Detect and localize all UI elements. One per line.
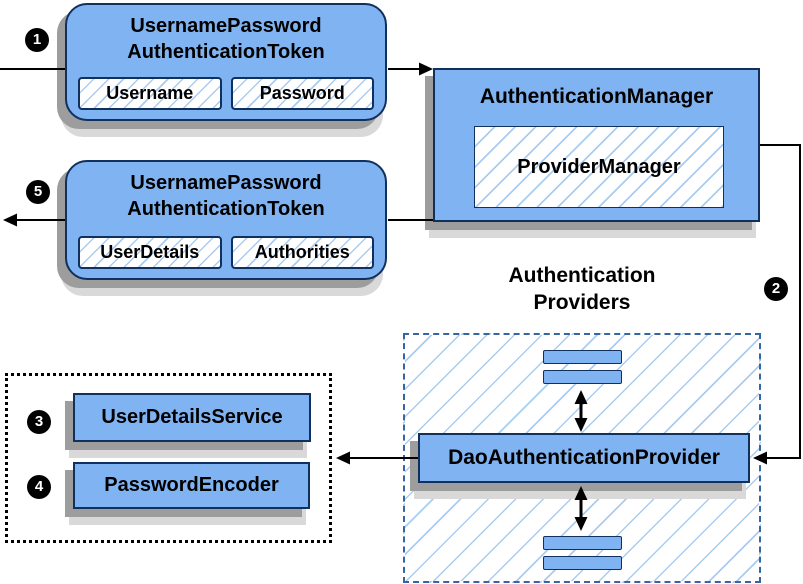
username-password-token-request-box: UsernamePassword AuthenticationToken Use… bbox=[65, 3, 387, 121]
token-response-fields: UserDetails Authorities bbox=[78, 236, 374, 269]
datastore-top-bar-2-icon bbox=[543, 370, 622, 384]
authorities-field-box: Authorities bbox=[230, 236, 374, 269]
step-3-badge: 3 bbox=[27, 410, 51, 434]
token-request-title: UsernamePassword AuthenticationToken bbox=[67, 13, 385, 65]
token-response-title-line1: UsernamePassword bbox=[130, 172, 322, 194]
provider-manager-box: ProviderManager bbox=[474, 126, 724, 208]
step-2-badge: 2 bbox=[764, 277, 788, 301]
dao-authentication-provider-box: DaoAuthenticationProvider bbox=[418, 433, 750, 483]
datastore-top-bar-1-icon bbox=[543, 350, 622, 364]
user-details-field-box: UserDetails bbox=[78, 236, 222, 269]
authentication-providers-heading-line2: Providers bbox=[533, 291, 631, 314]
password-encoder-box: PasswordEncoder bbox=[73, 462, 310, 509]
datastore-bottom-bar-1-icon bbox=[543, 536, 622, 550]
arrowhead-step1 bbox=[419, 62, 433, 76]
username-field-box: Username bbox=[78, 77, 222, 110]
datastore-bottom-bar-2-icon bbox=[543, 556, 622, 570]
token-request-title-line1: UsernamePassword bbox=[130, 15, 322, 37]
token-request-title-line2: AuthenticationToken bbox=[127, 41, 325, 63]
authentication-providers-heading-line1: Authentication bbox=[508, 264, 656, 287]
arrowhead-step5 bbox=[3, 213, 17, 227]
token-response-title-line2: AuthenticationToken bbox=[127, 198, 325, 220]
token-response-title: UsernamePassword AuthenticationToken bbox=[67, 170, 385, 222]
arrowhead-step3 bbox=[336, 451, 350, 465]
authentication-manager-title: AuthenticationManager bbox=[479, 85, 714, 108]
authentication-manager-box: AuthenticationManager ProviderManager bbox=[433, 68, 760, 222]
username-password-token-response-box: UsernamePassword AuthenticationToken Use… bbox=[65, 160, 387, 280]
password-field-box: Password bbox=[230, 77, 374, 110]
authentication-providers-heading: Authentication Providers bbox=[452, 262, 712, 316]
token-request-fields: Username Password bbox=[78, 77, 374, 110]
beans-dotted-container bbox=[5, 373, 332, 543]
step-1-badge: 1 bbox=[25, 28, 49, 52]
step-5-badge: 5 bbox=[26, 180, 50, 204]
arrow-step2-line bbox=[760, 144, 801, 459]
step-4-badge: 4 bbox=[27, 475, 51, 499]
user-details-service-box: UserDetailsService bbox=[73, 393, 311, 442]
